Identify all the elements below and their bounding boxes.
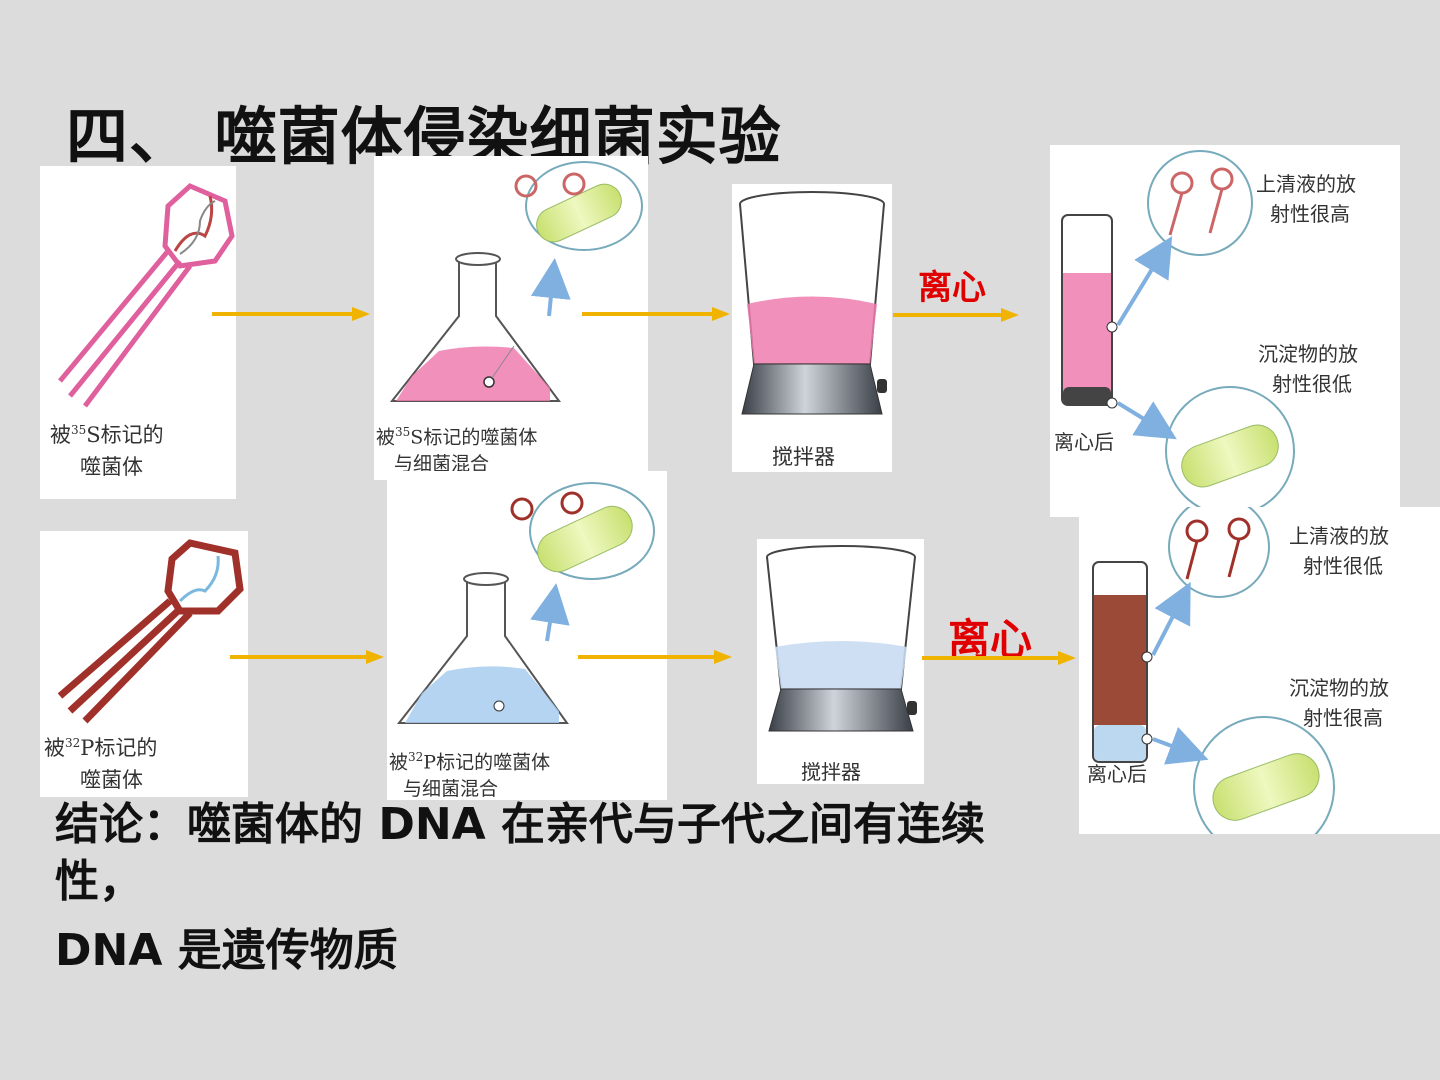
conclusion-line-2: 性， bbox=[55, 856, 143, 907]
blender-35s-caption: 搅拌器 bbox=[772, 445, 835, 469]
pellet-35s-caption: 沉淀物的放 射性很低 bbox=[1258, 342, 1358, 396]
tube-32p-caption: 离心后 bbox=[1087, 762, 1147, 786]
centrifuge-label-row2: 离心 bbox=[948, 615, 1033, 664]
flask-35s-panel: 被35S标记的噬菌体 与细菌混合 bbox=[374, 156, 648, 480]
phage-32p-panel: 被32P标记的 噬菌体 bbox=[40, 531, 248, 797]
flask-32p-panel: 被32P标记的噬菌体 与细菌混合 bbox=[387, 471, 667, 800]
phage-35s-illustration bbox=[58, 183, 235, 408]
flask-32p-illustration bbox=[396, 482, 655, 724]
blender-35s-panel: 搅拌器 bbox=[732, 184, 892, 472]
arrow-6 bbox=[922, 651, 1076, 665]
flask-35s-caption: 被35S标记的噬菌体 与细菌混合 bbox=[376, 425, 538, 475]
arrow-1 bbox=[212, 307, 370, 321]
arrow-2 bbox=[582, 307, 730, 321]
flask-35s-illustration bbox=[389, 161, 643, 402]
flask-32p-caption: 被32P标记的噬菌体 与细菌混合 bbox=[389, 750, 551, 800]
blender-32p-illustration bbox=[766, 545, 917, 732]
supernatant-35s-caption: 上清液的放 射性很高 bbox=[1256, 172, 1356, 226]
blender-32p-caption: 搅拌器 bbox=[801, 760, 861, 784]
phage-35s-caption: 被35S标记的 噬菌体 bbox=[50, 423, 164, 479]
centrifuge-label-row1: 离心 bbox=[918, 268, 986, 308]
supernatant-32p-caption: 上清液的放 射性很低 bbox=[1289, 524, 1389, 578]
pellet-32p-caption: 沉淀物的放 射性很高 bbox=[1289, 676, 1389, 730]
tube-32p-illustration bbox=[1092, 507, 1335, 834]
conclusion-line-1: 结论：噬菌体的 DNA 在亲代与子代之间有连续 bbox=[55, 799, 986, 850]
tube-35s-illustration bbox=[1061, 150, 1295, 516]
conclusion-text: 结论：噬菌体的 DNA 在亲代与子代之间有连续 性， DNA 是遗传物质 bbox=[55, 796, 1255, 979]
phage-32p-illustration bbox=[57, 539, 244, 724]
arrow-5 bbox=[578, 650, 732, 664]
conclusion-line-3: DNA 是遗传物质 bbox=[55, 925, 398, 976]
arrow-3 bbox=[893, 308, 1019, 322]
tube-35s-panel: 上清液的放 射性很高 沉淀物的放 射性很低 离心后 bbox=[1050, 145, 1400, 517]
tube-32p-panel: 上清液的放 射性很低 沉淀物的放 射性很高 离心后 bbox=[1079, 507, 1440, 834]
arrow-4 bbox=[230, 650, 384, 664]
blender-32p-panel: 搅拌器 bbox=[757, 539, 924, 784]
blender-35s-illustration bbox=[739, 191, 887, 415]
phage-32p-caption: 被32P标记的 噬菌体 bbox=[44, 736, 158, 792]
phage-35s-panel: 被35S标记的 噬菌体 bbox=[40, 166, 236, 499]
tube-35s-caption: 离心后 bbox=[1054, 430, 1114, 454]
